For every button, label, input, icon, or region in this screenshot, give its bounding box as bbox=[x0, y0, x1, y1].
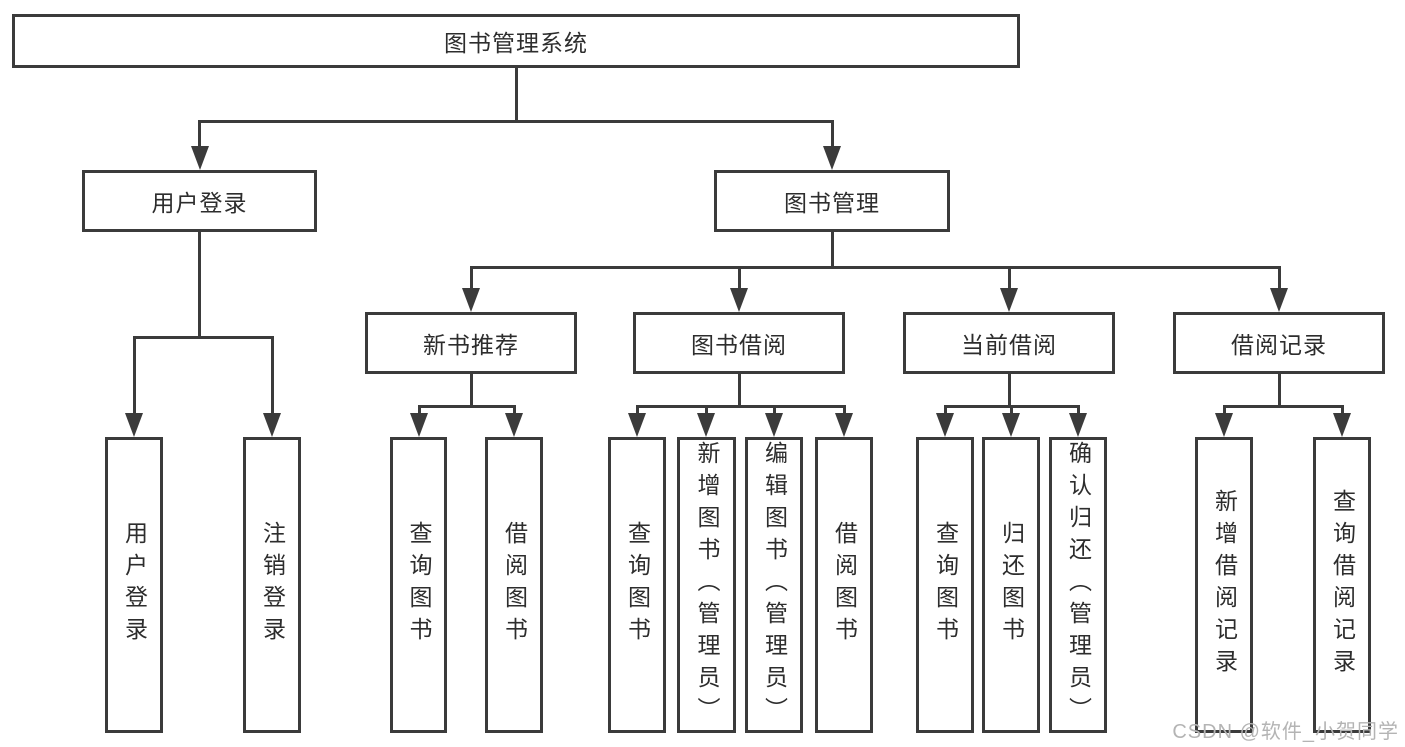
connector-bookmgmt-vline bbox=[830, 232, 834, 269]
node-library-system: 图书管理系统 bbox=[12, 14, 1020, 68]
arrow-bookborrow-leaf-1 bbox=[628, 413, 646, 437]
arrow-currentborrow-leaf-3 bbox=[1069, 413, 1087, 437]
connector-newbook-vline bbox=[469, 374, 473, 405]
leaf-newbook-borrow-books: 借阅图书 bbox=[485, 437, 543, 733]
arrow-to-user-login bbox=[190, 146, 209, 170]
connector-bookborrow-stem-1 bbox=[635, 405, 639, 417]
connector-root-hline bbox=[197, 120, 834, 123]
leaf-bookborrow-edit-books-admin: 编辑图书（管理员） bbox=[745, 437, 803, 733]
connector-bookborrow-stem-2 bbox=[704, 405, 708, 417]
leaf-bookborrow-add-books-admin: 新增图书（管理员） bbox=[677, 437, 736, 733]
connector-bookborrow-vline bbox=[737, 374, 741, 405]
leaf-bookborrow-borrow-books: 借阅图书 bbox=[815, 437, 873, 733]
connector-userlogin-hline bbox=[132, 336, 274, 339]
connector-userlogin-elbow bbox=[198, 120, 201, 148]
leaf-currentborrow-confirm-return-admin: 确认归还（管理员） bbox=[1049, 437, 1107, 733]
arrow-currentborrow-leaf-2 bbox=[1002, 413, 1020, 437]
connector-root-vline bbox=[514, 68, 518, 123]
connector-bookmgmt-hline bbox=[469, 266, 1281, 269]
node-user-login: 用户登录 bbox=[82, 170, 317, 232]
arrow-to-new-book-recommend bbox=[462, 288, 480, 312]
arrow-to-borrow-records bbox=[1270, 288, 1288, 312]
connector-bookborrow-hline bbox=[635, 405, 846, 408]
connector-userlogin-left-drop bbox=[132, 336, 136, 417]
arrow-to-book-borrow bbox=[730, 288, 748, 312]
arrow-newbook-leaf-2 bbox=[505, 413, 523, 437]
csdn-watermark: CSDN @软件_小贺同学 bbox=[1172, 721, 1399, 743]
arrow-borrowrecords-leaf-2 bbox=[1333, 413, 1351, 437]
leaf-currentborrow-query-books: 查询图书 bbox=[916, 437, 974, 733]
connector-bookborrow-elbow bbox=[737, 266, 741, 290]
arrow-to-leaf-logout bbox=[263, 413, 281, 437]
connector-borrowrecords-elbow bbox=[1277, 266, 1281, 290]
connector-currentborrow-stem-2 bbox=[1009, 405, 1013, 417]
arrow-to-leaf-user-login bbox=[125, 413, 143, 437]
connector-bookmgmt-elbow bbox=[830, 120, 834, 148]
connector-currentborrow-vline bbox=[1007, 374, 1011, 405]
connector-borrowrecords-vline bbox=[1277, 374, 1281, 407]
connector-currentborrow-elbow bbox=[1007, 266, 1011, 290]
connector-newbook-elbow bbox=[469, 266, 473, 290]
connector-userlogin-vline bbox=[198, 232, 201, 336]
node-new-book-recommend: 新书推荐 bbox=[365, 312, 577, 374]
leaf-user-login: 用户登录 bbox=[105, 437, 163, 733]
leaf-bookborrow-query-books: 查询图书 bbox=[608, 437, 666, 733]
leaf-logout: 注销登录 bbox=[243, 437, 301, 733]
leaf-newbook-query-books: 查询图书 bbox=[390, 437, 447, 733]
arrow-newbook-leaf-1 bbox=[410, 413, 428, 437]
leaf-currentborrow-return-books: 归还图书 bbox=[982, 437, 1040, 733]
connector-borrowrecords-hline bbox=[1222, 405, 1344, 408]
leaf-records-query-borrow-record: 查询借阅记录 bbox=[1313, 437, 1371, 733]
connector-userlogin-right-drop bbox=[270, 336, 274, 417]
connector-newbook-hline bbox=[417, 405, 516, 408]
arrow-bookborrow-leaf-3 bbox=[765, 413, 783, 437]
arrow-currentborrow-leaf-1 bbox=[936, 413, 954, 437]
arrow-borrowrecords-leaf-1 bbox=[1215, 413, 1233, 437]
node-book-borrow: 图书借阅 bbox=[633, 312, 845, 374]
connector-bookborrow-stem-3 bbox=[772, 405, 776, 417]
arrow-to-book-management bbox=[823, 146, 841, 170]
arrow-bookborrow-leaf-2 bbox=[697, 413, 715, 437]
connector-bookborrow-stem-4 bbox=[842, 405, 846, 417]
node-current-borrow: 当前借阅 bbox=[903, 312, 1115, 374]
node-borrow-records: 借阅记录 bbox=[1173, 312, 1385, 374]
connector-currentborrow-stem-1 bbox=[943, 405, 947, 417]
node-book-management: 图书管理 bbox=[714, 170, 950, 232]
connector-currentborrow-stem-3 bbox=[1076, 405, 1080, 417]
connector-newbook-stem-1 bbox=[417, 405, 421, 417]
connector-borrowrecords-stem-2 bbox=[1340, 405, 1344, 417]
arrow-bookborrow-leaf-4 bbox=[835, 413, 853, 437]
connector-borrowrecords-stem-1 bbox=[1222, 405, 1226, 417]
leaf-records-add-borrow-record: 新增借阅记录 bbox=[1195, 437, 1253, 733]
arrow-to-current-borrow bbox=[1000, 288, 1018, 312]
connector-newbook-stem-2 bbox=[512, 405, 516, 417]
